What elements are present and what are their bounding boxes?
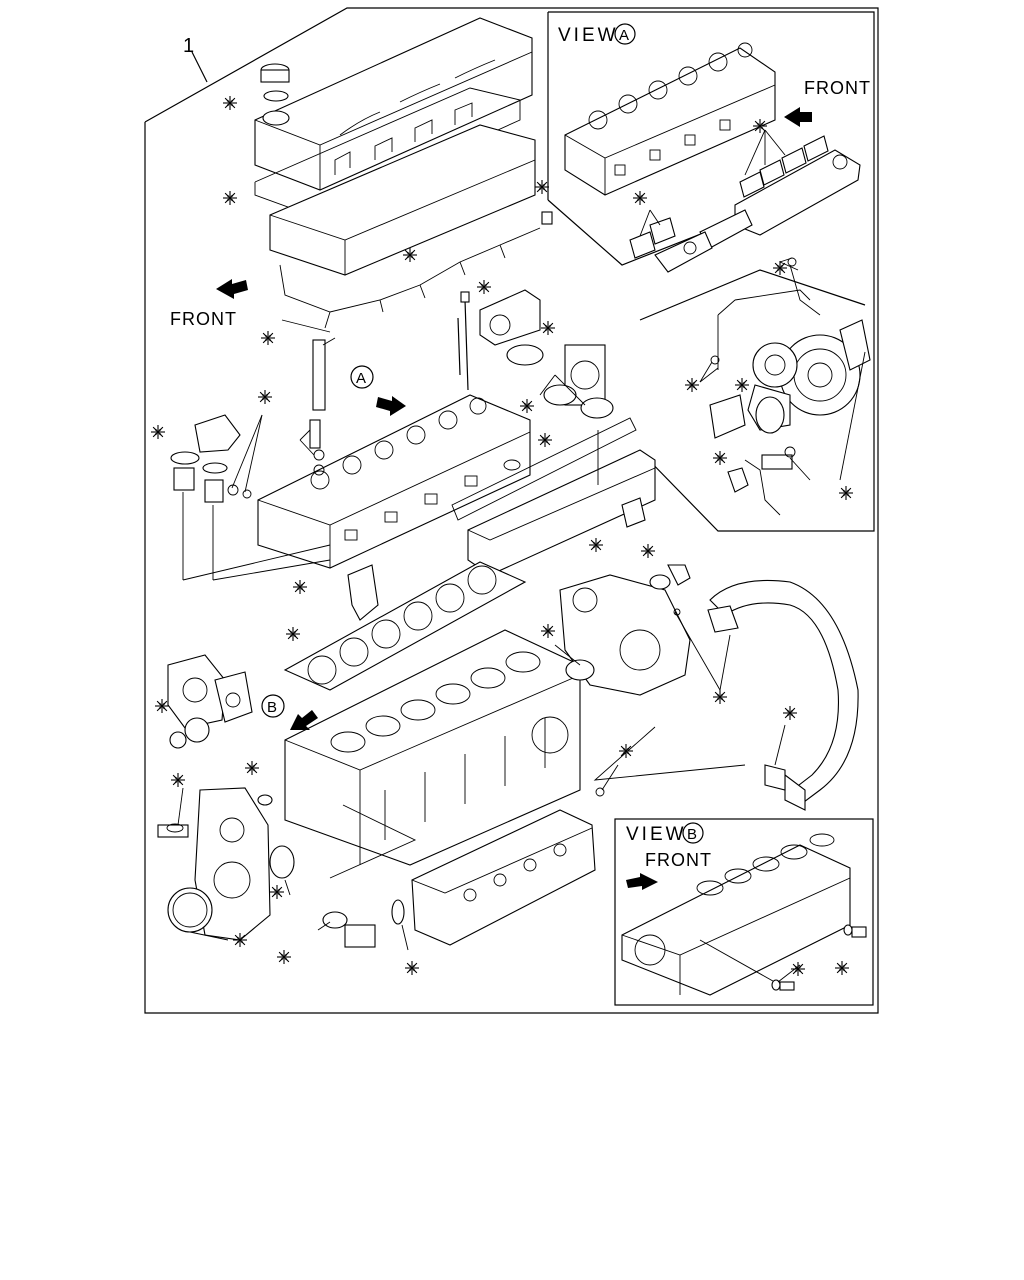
replacement-marker [735, 378, 749, 392]
head-bolts [457, 291, 470, 391]
view-b-title: VIEW [626, 824, 687, 845]
replacement-marker [641, 544, 655, 558]
cylinder-head-cover [254, 17, 533, 191]
replacement-marker [286, 627, 300, 641]
replacement-marker [835, 961, 849, 975]
intake-gasket [451, 417, 637, 521]
replacement-marker [541, 624, 555, 638]
kit-boundary [144, 7, 879, 1014]
replacement-marker [783, 706, 797, 720]
replacement-marker [839, 486, 853, 500]
replacement-marker [151, 425, 165, 439]
callout-b-arrow [290, 710, 318, 730]
view-a-cylinder-head [564, 42, 776, 196]
view-b-circle [682, 822, 704, 844]
replacement-marker [791, 962, 805, 976]
item-number: 1 [183, 35, 194, 57]
replacement-markers [151, 96, 853, 976]
view-a-manifold-gaskets [629, 135, 829, 259]
replacement-marker [713, 451, 727, 465]
replacement-marker [520, 399, 534, 413]
callout-a-arrow [376, 396, 406, 416]
replacement-marker [535, 180, 549, 194]
view-a-panel: VIEW A FRONT [547, 11, 875, 532]
water-pipe [347, 564, 379, 621]
view-a-title: VIEW [558, 25, 619, 46]
injector-harness [279, 227, 541, 313]
replacement-marker [223, 191, 237, 205]
replacement-marker [233, 933, 247, 947]
water-outlet [170, 414, 252, 503]
flywheel-housing [559, 564, 691, 696]
replacement-marker [270, 885, 284, 899]
view-a-circle-letter: A [619, 27, 629, 44]
view-b-front-label: FRONT [645, 850, 712, 870]
view-a-turbocharger [709, 257, 871, 516]
replacement-marker [258, 390, 272, 404]
oil-cooler [322, 787, 605, 948]
injector [309, 339, 326, 476]
head-gasket [283, 561, 527, 691]
replacement-marker [619, 744, 633, 758]
replacement-marker [541, 321, 555, 335]
replacement-marker [405, 961, 419, 975]
replacement-marker [277, 950, 291, 964]
replacement-marker [403, 248, 417, 262]
egr-pipe [707, 579, 859, 811]
replacement-marker [633, 191, 647, 205]
callout-b-letter: B [267, 699, 277, 716]
valve-cover-lower [269, 124, 536, 276]
cylinder-block [284, 629, 581, 866]
replacement-marker [589, 538, 603, 552]
view-a-front-label: FRONT [804, 78, 871, 98]
replacement-marker [773, 261, 787, 275]
view-b-front-arrow [626, 873, 658, 890]
timing-gear-case [157, 787, 295, 941]
view-a-front-arrow [784, 107, 812, 127]
front-cover-plates [167, 654, 253, 749]
intake-manifold [467, 289, 656, 576]
replacement-marker [538, 433, 552, 447]
replacement-marker [753, 119, 767, 133]
callout-a-letter: A [356, 370, 366, 387]
view-b-circle-letter: B [687, 826, 697, 843]
replacement-marker [155, 699, 169, 713]
replacement-marker [293, 580, 307, 594]
cylinder-head [257, 394, 531, 569]
replacement-marker [477, 280, 491, 294]
replacement-marker [261, 331, 275, 345]
replacement-marker [171, 773, 185, 787]
oil-filler-cap [260, 63, 290, 126]
front-arrow [216, 279, 248, 299]
callout-b-circle [261, 694, 285, 718]
replacement-marker [245, 761, 259, 775]
view-a-circle [614, 23, 636, 45]
front-label: FRONT [170, 309, 237, 329]
replacement-marker [685, 378, 699, 392]
replacement-marker [223, 96, 237, 110]
replacement-marker [713, 690, 727, 704]
item-leader [191, 51, 208, 83]
callout-a-circle [350, 365, 374, 389]
view-a-exhaust-manifold [654, 149, 861, 273]
view-b-panel: VIEW B FRONT [614, 818, 874, 1006]
view-b-cylinder-block [621, 833, 851, 996]
head-cover-gasket [254, 87, 521, 216]
